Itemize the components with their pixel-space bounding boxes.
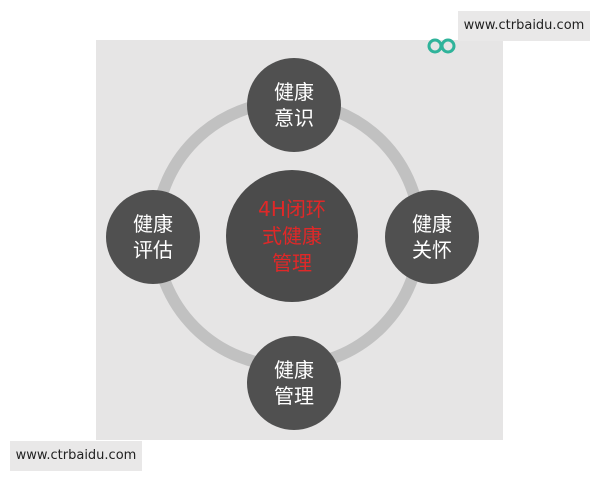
node-label-line: 关怀: [412, 238, 452, 262]
node-health-care: 健康 关怀: [385, 190, 479, 284]
node-label-line: 健康: [274, 358, 314, 382]
center-node-4h-closed-loop: 4H闭环 式健康 管理: [226, 170, 358, 302]
node-label-line: 健康: [412, 212, 452, 236]
node-label-line: 健康: [133, 212, 173, 236]
node-label-line: 健康: [274, 80, 314, 104]
center-label-line: 管理: [271, 250, 312, 275]
double-loop-logo-icon: [427, 38, 456, 54]
node-health-assessment: 健康 评估: [106, 190, 200, 284]
node-label-line: 管理: [274, 384, 314, 408]
watermark-top: www.ctrbaidu.com: [458, 11, 590, 41]
node-health-awareness: 健康 意识: [247, 58, 341, 152]
watermark-bottom: www.ctrbaidu.com: [10, 441, 142, 471]
center-label-line: 4H闭环: [258, 196, 326, 221]
center-label-line: 式健康: [261, 223, 322, 248]
node-health-management: 健康 管理: [247, 336, 341, 430]
node-label-line: 意识: [274, 106, 314, 130]
node-label-line: 评估: [133, 238, 173, 262]
